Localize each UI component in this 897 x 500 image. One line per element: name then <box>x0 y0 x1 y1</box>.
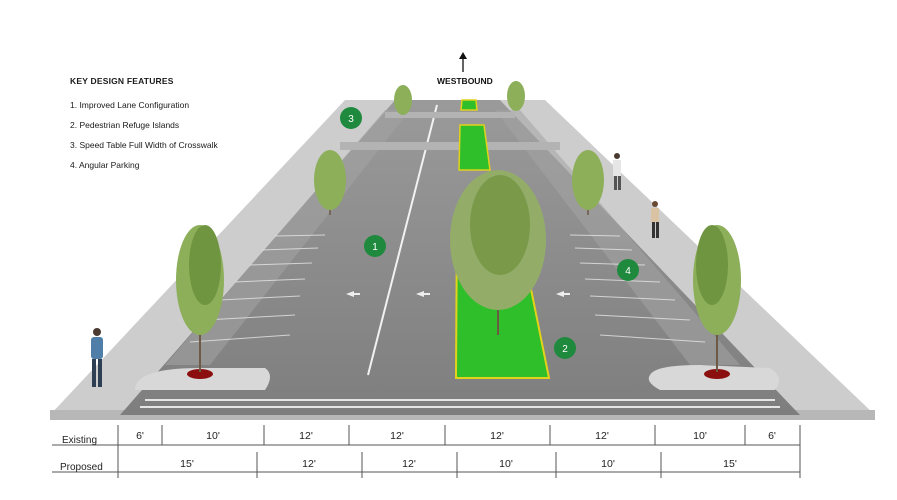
proposed-dimension: 12' <box>302 458 316 470</box>
svg-text:1: 1 <box>372 242 378 253</box>
proposed-dimension: 12' <box>402 458 416 470</box>
marker-1: 1 <box>364 235 386 257</box>
existing-dimension: 6' <box>136 430 144 442</box>
direction-arrow-icon <box>459 52 467 72</box>
proposed-row-label: Proposed <box>60 462 103 473</box>
legend-item: 1. Improved Lane Configuration <box>70 100 190 110</box>
left-sidewalk <box>50 100 395 415</box>
trees <box>176 81 741 372</box>
right-parking-stalls <box>569 234 706 343</box>
median-island-far <box>460 99 478 111</box>
svg-text:4: 4 <box>625 266 631 277</box>
right-tree-pit <box>704 369 730 379</box>
dimension-lines <box>52 425 801 478</box>
existing-dimension: 12' <box>595 430 609 442</box>
legend-item: 2. Pedestrian Refuge Islands <box>70 120 180 130</box>
marker-3: 3 <box>340 107 362 129</box>
existing-dimension: 10' <box>693 430 707 442</box>
near-crosswalk <box>140 399 780 408</box>
marker-2: 2 <box>554 337 576 359</box>
existing-dimension: 12' <box>390 430 404 442</box>
proposed-dimension: 15' <box>723 458 737 470</box>
svg-text:2: 2 <box>562 344 568 355</box>
legend-item: 4. Angular Parking <box>70 160 140 170</box>
pedestrians <box>91 153 659 387</box>
existing-dimension: 10' <box>206 430 220 442</box>
direction-label: WESTBOUND <box>437 76 493 86</box>
marker-4: 4 <box>617 259 639 281</box>
left-bump-out <box>135 368 270 390</box>
existing-dimension: 12' <box>299 430 313 442</box>
proposed-dimension: 10' <box>601 458 615 470</box>
right-parking-zone <box>495 110 740 365</box>
proposed-dimension: 10' <box>499 458 513 470</box>
left-parking-zone <box>165 110 410 365</box>
left-tree-pit <box>187 369 213 379</box>
svg-text:3: 3 <box>348 114 354 125</box>
legend-item: 3. Speed Table Full Width of Crosswalk <box>70 140 218 150</box>
key-design-features-legend: KEY DESIGN FEATURES 1. Improved Lane Con… <box>70 76 218 180</box>
legend-title: KEY DESIGN FEATURES <box>70 76 174 86</box>
median-island-mid <box>458 124 491 171</box>
far-crosswalk <box>385 112 515 118</box>
proposed-dimension: 15' <box>180 458 194 470</box>
existing-dimension: 6' <box>768 430 776 442</box>
speed-table-crosswalk <box>340 142 560 150</box>
existing-row-label: Existing <box>62 435 98 446</box>
lane-arrows <box>346 291 570 297</box>
left-parking-stalls <box>189 234 326 343</box>
existing-dimension: 12' <box>490 430 504 442</box>
